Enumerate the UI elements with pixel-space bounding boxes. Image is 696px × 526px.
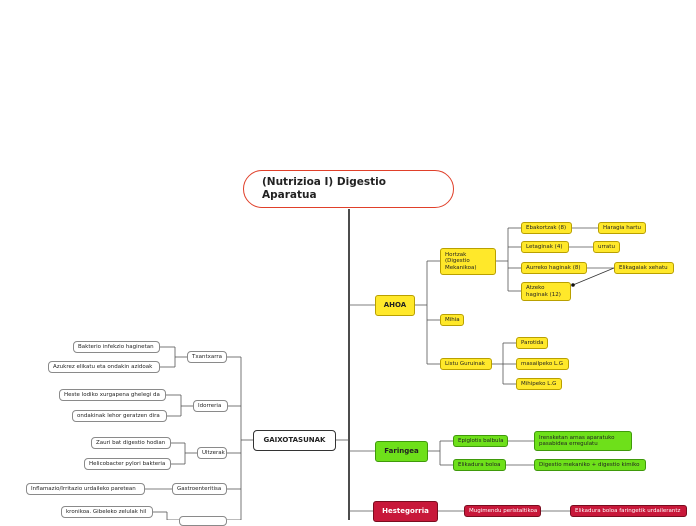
- root-title[interactable]: (Nutrizioa I) Digestio Aparatua: [243, 170, 454, 208]
- elikadura-faringe-label: Elikadura boloa faringetik urdailerantz: [575, 507, 681, 514]
- heste-node[interactable]: Heste lodiko xurgapena ghelegi da: [59, 389, 166, 401]
- ebakortzak-label: Ebakortzak (8): [526, 224, 567, 231]
- epiglotis-node[interactable]: Epiglotis balbula: [453, 435, 508, 447]
- digestio-label: Digestio mekaniko + digestio kimiko: [539, 461, 640, 468]
- txantxarra-label: Txantxarra: [192, 353, 223, 360]
- branch-faringea-label: Faringea: [384, 447, 419, 456]
- mugimendu-label: Mugimendu peristaltikoa: [469, 507, 538, 514]
- letaginak-label: Letaginak (4): [526, 243, 563, 250]
- helicobacter-node[interactable]: Helicobacter pylori bakteria: [84, 458, 171, 470]
- elikadura-faringe-node[interactable]: Elikadura boloa faringetik urdailerantz: [570, 505, 687, 517]
- epiglotis-label: Epiglotis balbula: [458, 437, 504, 444]
- inflamazio-node[interactable]: Inflamazio/Irritazio urdaileko paretean: [26, 483, 145, 495]
- link-dot: [571, 283, 575, 287]
- ultzerak-label: Ultzerak: [202, 449, 225, 456]
- idorreria-label: Idorreria: [198, 402, 222, 409]
- mihia-label: Mihia: [445, 316, 460, 323]
- elikagaiak-label: Elikagaiak xehatu: [619, 264, 668, 271]
- hortzak-label: Hortzak (Digestio Mekanikoa): [445, 252, 477, 271]
- mugimendu-node[interactable]: Mugimendu peristaltikoa: [464, 505, 541, 517]
- elikadura-bolo-node[interactable]: Elikadura boloa: [453, 459, 506, 471]
- gastroenteritisa-node[interactable]: Gastroenteritisa: [172, 483, 227, 495]
- unlabeled-disease-node[interactable]: [179, 516, 227, 526]
- mihipeko-label: Mihipeko L.G: [521, 380, 557, 387]
- elikadura-bolo-label: Elikadura boloa: [458, 461, 501, 468]
- listu-label: Listu Guruinak: [445, 360, 485, 367]
- masailpeko-label: masailpeko L.G: [521, 360, 564, 367]
- zauri-node[interactable]: Zauri bat digestio hodian: [91, 437, 171, 449]
- digestio-node[interactable]: Digestio mekaniko + digestio kimiko: [534, 459, 646, 471]
- ultzerak-node[interactable]: Ultzerak: [197, 447, 227, 459]
- branch-hestegorria[interactable]: Hestegorria: [373, 501, 438, 522]
- kronikoa-node[interactable]: kronikoa. Gibeleko zelulak hil: [61, 506, 153, 518]
- zauri-label: Zauri bat digestio hodian: [96, 439, 166, 446]
- ebakortzak-node[interactable]: Ebakortzak (8): [521, 222, 572, 234]
- bakterio-label: Bakterio infekzio haginetan: [78, 343, 154, 350]
- parotida-label: Parotida: [521, 339, 544, 346]
- branch-ahoa[interactable]: AHOA: [375, 295, 415, 316]
- irensketan-node[interactable]: Irensketan arnas aparatuko pasabidea err…: [534, 431, 632, 451]
- kronikoa-label: kronikoa. Gibeleko zelulak hil: [66, 508, 147, 515]
- branch-hestegorria-label: Hestegorria: [382, 507, 429, 516]
- hortzak-node[interactable]: Hortzak (Digestio Mekanikoa): [440, 248, 496, 275]
- masailpeko-node[interactable]: masailpeko L.G: [516, 358, 569, 370]
- haragia-node[interactable]: Haragia hartu: [598, 222, 646, 234]
- branch-faringea[interactable]: Faringea: [375, 441, 428, 462]
- mihipeko-node[interactable]: Mihipeko L.G: [516, 378, 562, 390]
- haragia-label: Haragia hartu: [603, 224, 642, 231]
- ondakinak-node[interactable]: ondakinak lehor geratzen dira: [72, 410, 167, 422]
- parotida-node[interactable]: Parotida: [516, 337, 548, 349]
- root-title-text: (Nutrizioa I) Digestio Aparatua: [262, 176, 386, 201]
- branch-gaixotasunak[interactable]: GAIXOTASUNAK: [253, 430, 336, 451]
- branch-ahoa-label: AHOA: [383, 301, 407, 310]
- helicobacter-label: Helicobacter pylori bakteria: [89, 460, 166, 467]
- gastroenteritisa-label: Gastroenteritisa: [177, 485, 222, 492]
- aurreko-node[interactable]: Aurreko haginak (8): [521, 262, 587, 274]
- atzeko-label: Atzeko haginak (12): [526, 285, 561, 298]
- bakterio-node[interactable]: Bakterio infekzio haginetan: [73, 341, 160, 353]
- azukrez-label: Azukrez elikatu eta ondakin azidoak: [53, 363, 153, 370]
- inflamazio-label: Inflamazio/Irritazio urdaileko paretean: [31, 485, 136, 492]
- heste-label: Heste lodiko xurgapena ghelegi da: [64, 391, 160, 398]
- urratu-label: urratu: [598, 243, 615, 250]
- atzeko-node[interactable]: Atzeko haginak (12): [521, 282, 571, 301]
- txantxarra-node[interactable]: Txantxarra: [187, 351, 227, 363]
- urratu-node[interactable]: urratu: [593, 241, 620, 253]
- irensketan-label: Irensketan arnas aparatuko pasabidea err…: [539, 434, 615, 447]
- aurreko-label: Aurreko haginak (8): [526, 264, 581, 271]
- idorreria-node[interactable]: Idorreria: [193, 400, 228, 412]
- mihia-node[interactable]: Mihia: [440, 314, 464, 326]
- letaginak-node[interactable]: Letaginak (4): [521, 241, 569, 253]
- ondakinak-label: ondakinak lehor geratzen dira: [77, 412, 160, 419]
- azukrez-node[interactable]: Azukrez elikatu eta ondakin azidoak: [48, 361, 160, 373]
- branch-gaixotasunak-label: GAIXOTASUNAK: [263, 436, 326, 445]
- listu-node[interactable]: Listu Guruinak: [440, 358, 492, 370]
- elikagaiak-node[interactable]: Elikagaiak xehatu: [614, 262, 674, 274]
